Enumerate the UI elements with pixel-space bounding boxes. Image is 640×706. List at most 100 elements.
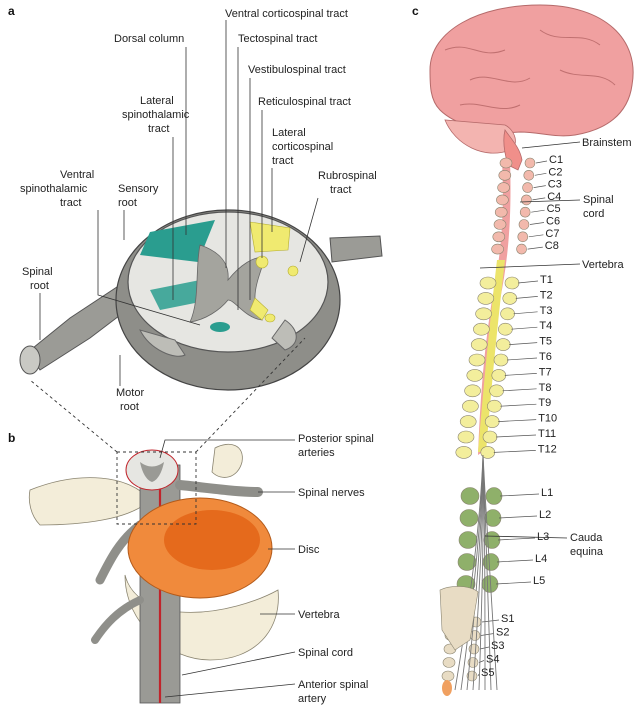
vertebra-c1 (500, 158, 512, 168)
vertebra-t9 (462, 400, 478, 412)
vertebra-right-c4 (521, 195, 531, 205)
label-segment-c2: C2 (548, 166, 562, 178)
label-anterior-spinal-artery-1: Anterior spinal (298, 679, 368, 691)
vertebra-right-t6 (494, 354, 508, 366)
nerve-c8 (528, 247, 543, 249)
vertebra-t5 (471, 339, 487, 351)
label-segment-l1: L1 (541, 487, 553, 499)
vertebra-l2 (460, 510, 478, 527)
tectospinal-tract (265, 314, 275, 322)
label-segment-c4: C4 (547, 191, 561, 203)
nerve-t5 (509, 343, 537, 345)
nerve-t4 (511, 327, 537, 329)
vertebra-c6 (494, 220, 506, 230)
vertebra-right-c3 (523, 183, 533, 193)
label-lateral-spinothalamic-1: Lateral (140, 95, 174, 107)
label-segment-l5: L5 (533, 575, 545, 587)
spinous-process (212, 444, 242, 477)
nerve-c5 (531, 210, 544, 212)
transverse-process-left (29, 478, 150, 525)
label-ventral-spinothalamic-3: tract (60, 197, 81, 209)
label-ventral-spinothalamic-1: Ventral (60, 169, 94, 181)
vertebra-t12 (456, 446, 472, 458)
label-segment-t3: T3 (540, 305, 553, 317)
nerve-l5 (496, 582, 531, 584)
panel-a-letter: a (8, 4, 15, 18)
vertebra-c3 (498, 183, 510, 193)
label-vertebra-b: Vertebra (298, 609, 340, 621)
label-segment-c5: C5 (547, 203, 561, 215)
label-segment-c7: C7 (545, 228, 559, 240)
vertebra-t4 (473, 323, 489, 335)
label-lateral-spinothalamic-3: tract (148, 123, 169, 135)
spinal-nerve-right (180, 485, 258, 492)
label-reticulospinal: Reticulospinal tract (258, 96, 351, 108)
label-segment-c6: C6 (546, 216, 560, 228)
vertebra-t2 (478, 292, 494, 304)
nerve-t6 (507, 358, 537, 360)
label-segment-s4: S4 (486, 654, 499, 666)
spinal-cord-cross-section (20, 210, 382, 390)
nerve-t3 (514, 312, 538, 314)
label-segment-t8: T8 (539, 382, 552, 394)
label-segment-s3: S3 (491, 640, 504, 652)
vertebra-right-t2 (503, 292, 517, 304)
nerve-s2 (481, 634, 494, 636)
label-motor-root-1: Motor (116, 387, 144, 399)
label-segment-t10: T10 (538, 413, 557, 425)
vertebra-c2 (499, 170, 511, 180)
nerve-c3 (534, 186, 546, 188)
nerve-l2 (499, 516, 537, 518)
nerve-t1 (518, 281, 538, 283)
nerve-t11 (496, 435, 536, 437)
root-cut-end (20, 346, 40, 374)
nerve-l3 (498, 538, 535, 540)
vertebra-t11 (458, 431, 474, 443)
vertebra-right-l4 (483, 554, 499, 571)
label-segment-s1: S1 (501, 613, 514, 625)
nerve-c2 (535, 173, 547, 175)
label-disc: Disc (298, 544, 320, 556)
vertebra-t7 (467, 369, 483, 381)
label-spinal-cord-b: Spinal cord (298, 647, 353, 659)
label-cauda-equina-2: equina (570, 546, 604, 558)
label-spinal-nerves: Spinal nerves (298, 487, 365, 499)
label-segment-t5: T5 (539, 336, 552, 348)
label-segment-l4: L4 (535, 553, 547, 565)
label-segment-t9: T9 (538, 397, 551, 409)
label-spinal-cord-c-1: Spinal (583, 194, 614, 206)
vertebra-right-t7 (492, 369, 506, 381)
label-segment-s5: S5 (481, 667, 494, 679)
label-motor-root-2: root (120, 401, 139, 413)
label-spinal-root-2: root (30, 280, 49, 292)
label-segment-c8: C8 (545, 240, 559, 252)
label-segment-t12: T12 (538, 443, 557, 455)
label-lateral-corticospinal-2: corticospinal (272, 141, 333, 153)
nerve-c6 (530, 223, 544, 225)
label-segment-t4: T4 (539, 320, 552, 332)
vertebra-right-l1 (486, 488, 502, 505)
nerve-c4 (532, 198, 545, 200)
label-segment-t7: T7 (539, 366, 552, 378)
leader-vertebra-c (480, 264, 580, 268)
label-segment-t2: T2 (540, 289, 553, 301)
label-spinal-root-1: Spinal (22, 266, 53, 278)
label-tectospinal: Tectospinal tract (238, 33, 317, 45)
nerve-t8 (503, 389, 537, 391)
panel-c-letter: c (412, 4, 419, 18)
vertebra-s4 (443, 658, 455, 668)
nerve-t12 (494, 450, 536, 452)
label-segment-t1: T1 (540, 274, 553, 286)
disc-nucleus (164, 510, 260, 570)
vertebra-right-c6 (519, 220, 529, 230)
spine-illustration (440, 158, 547, 696)
label-segment-t6: T6 (539, 351, 552, 363)
vertebra-t10 (460, 416, 476, 428)
label-sensory-root-1: Sensory (118, 183, 159, 195)
nerve-t10 (498, 420, 536, 422)
vertebra-c7 (493, 232, 505, 242)
vertebra-c4 (496, 195, 508, 205)
vertebra-c8 (492, 244, 504, 254)
label-sensory-root-2: root (118, 197, 137, 209)
